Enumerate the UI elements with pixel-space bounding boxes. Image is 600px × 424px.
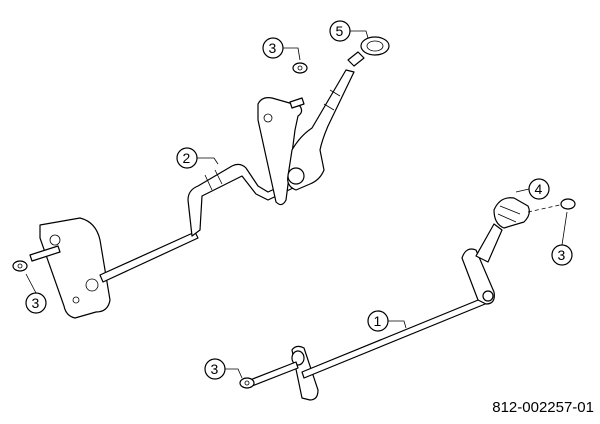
nuts [12,260,255,389]
callout-label: 2 [183,150,191,166]
callout-label: 5 [336,23,344,39]
callout-label: 1 [374,313,382,329]
callout-3c: 3 [551,211,573,266]
callout-2: 2 [176,147,219,169]
lever-bracket-upper [257,36,390,206]
callout-3b: 3 [25,273,47,314]
callout-1: 1 [367,310,407,332]
diagram-part-number: 812-002257-01 [492,399,594,416]
callout-3a: 3 [262,37,301,61]
callout-label: 4 [535,181,543,197]
callouts: 3 5 2 3 4 3 1 3 [25,20,573,380]
callout-label: 3 [211,361,219,377]
callout-label: 3 [269,40,277,56]
callout-5: 5 [329,20,369,42]
callout-3d: 3 [204,358,243,380]
height-adjust-rod-lower [249,197,576,401]
callout-label: 3 [32,295,40,311]
callout-4: 4 [515,178,550,200]
height-adjust-rod-upper [29,163,294,319]
callout-label: 3 [558,247,566,263]
